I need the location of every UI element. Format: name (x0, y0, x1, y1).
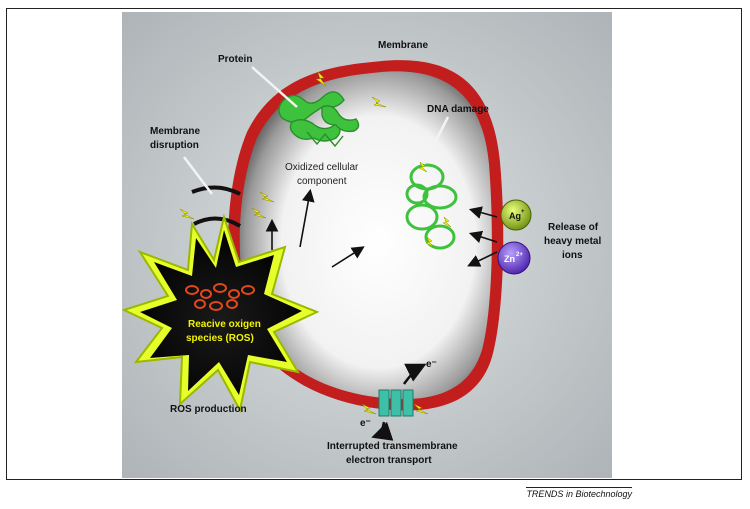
protein-sparks (315, 71, 387, 108)
label-release-3: ions (562, 250, 583, 261)
zinc-ion: Zn 2+ (497, 241, 531, 275)
ros-starburst (122, 213, 320, 413)
label-release-1: Release of (548, 222, 599, 233)
ion-arrows (467, 206, 498, 267)
label-electron-top: e⁻ (426, 359, 437, 370)
label-electron-bottom: e⁻ (360, 418, 371, 429)
membrane-channel (361, 363, 429, 441)
label-ros-2: species (ROS) (186, 333, 254, 344)
zinc-ion-symbol: Zn (504, 254, 515, 264)
label-dna-damage: DNA damage (427, 104, 489, 115)
label-ros-1: Reacive oxigen (188, 319, 261, 330)
silver-ion-charge: + (521, 209, 525, 215)
dna-sparks (418, 161, 452, 248)
label-membrane-disruption-2: disruption (150, 140, 199, 151)
label-electron-transport-2: electron transport (346, 455, 432, 466)
label-oxidized-1: Oxidized cellular (285, 162, 359, 173)
label-membrane: Membrane (378, 40, 428, 51)
label-membrane-disruption-1: Membrane (150, 126, 200, 137)
diagram-panel: Ag + Zn 2+ Membrane Protein DNA damage M… (122, 12, 612, 478)
leader-lines (183, 66, 450, 195)
ros-arrows (265, 188, 365, 268)
membrane-disruption (179, 185, 275, 228)
label-ros-production: ROS production (170, 404, 247, 415)
label-electron-transport-1: Interrupted transmembrane (327, 441, 458, 452)
silver-ion: Ag + (500, 199, 532, 231)
silver-ion-symbol: Ag (509, 211, 521, 221)
ros-particles (185, 283, 255, 311)
dna-structure (405, 163, 458, 250)
label-release-2: heavy metal (544, 236, 601, 247)
protein-structure (278, 91, 360, 148)
diagram-svg: Ag + Zn 2+ Membrane Protein DNA damage M… (122, 12, 612, 478)
footer-source: TRENDS in Biotechnology (526, 487, 632, 499)
label-protein: Protein (218, 54, 252, 65)
zinc-ion-charge: 2+ (516, 252, 523, 258)
label-oxidized-2: component (297, 176, 347, 187)
